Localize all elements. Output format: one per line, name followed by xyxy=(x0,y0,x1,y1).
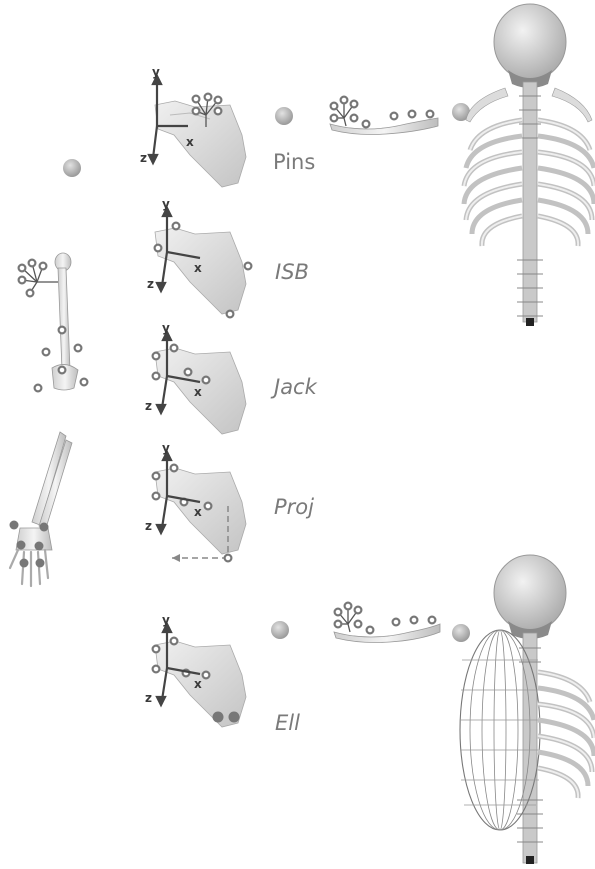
clavicle-top xyxy=(330,97,438,135)
axis-y-label: y xyxy=(162,198,170,210)
connector-dot xyxy=(63,159,81,177)
label-proj: Proj xyxy=(274,497,314,518)
axis-z-label: z xyxy=(145,400,152,412)
axis-x-label: x xyxy=(194,506,202,518)
scapula-isb xyxy=(155,223,252,318)
label-isb: ISB xyxy=(275,262,309,283)
axis-x-label: x xyxy=(186,136,194,148)
axis-y-label: y xyxy=(162,442,170,454)
axis-y-label: y xyxy=(162,322,170,334)
clavicle-bottom xyxy=(334,603,440,643)
forearm-hand-model xyxy=(10,432,73,586)
connector-dot xyxy=(452,624,470,642)
axis-y-label: y xyxy=(162,614,170,626)
axis-z-label: z xyxy=(145,520,152,532)
axis-x-label: x xyxy=(194,262,202,274)
axis-y-label: y xyxy=(152,66,160,78)
label-jack: Jack xyxy=(274,377,317,398)
torso-skeleton-top xyxy=(464,4,594,326)
label-pins: Pins xyxy=(273,152,315,173)
axis-z-label: z xyxy=(145,692,152,704)
axis-x-label: x xyxy=(194,678,202,690)
connector-dot xyxy=(275,107,293,125)
label-ell: Ell xyxy=(275,713,300,734)
axis-x-label: x xyxy=(194,386,202,398)
humerus-model xyxy=(19,253,88,391)
axis-z-label: z xyxy=(140,152,147,164)
axis-z-label: z xyxy=(147,278,154,290)
torso-skeleton-bottom xyxy=(460,555,594,864)
connector-dot xyxy=(271,621,289,639)
scapula-pins xyxy=(155,94,246,187)
